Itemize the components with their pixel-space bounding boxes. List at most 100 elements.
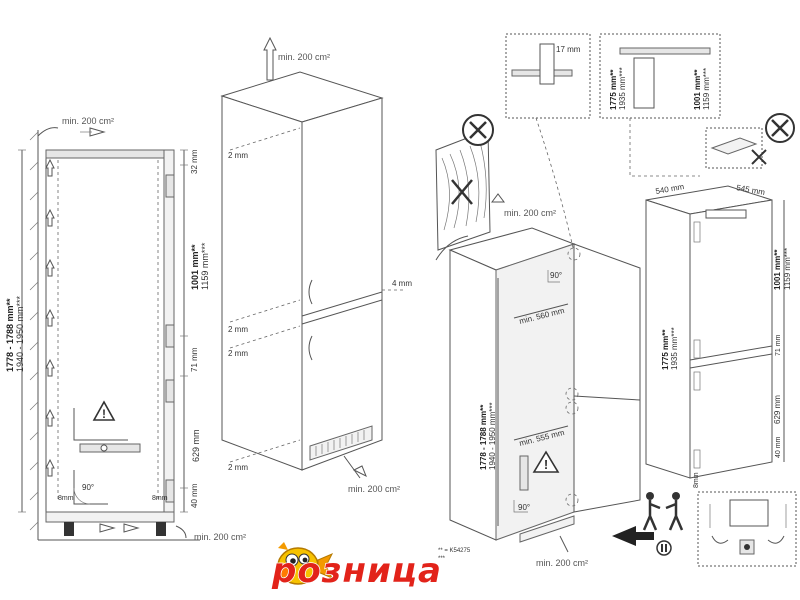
- angle-top: 90°: [550, 271, 562, 280]
- vent-arrow-bottom-1: [99, 523, 116, 533]
- appl-629: 629 mm: [773, 395, 782, 424]
- detail-1159: 1159 mm***: [702, 68, 711, 110]
- carry-people-icon: [642, 492, 684, 531]
- hinge-top: [567, 247, 581, 261]
- door-handle-bottom: [308, 335, 313, 361]
- detail-leader-2: [629, 118, 700, 177]
- warning-icon-right: !: [532, 450, 560, 473]
- logo-text: розница: [271, 551, 442, 591]
- foot-left: [64, 522, 74, 536]
- middle-cabinet-perspective: min. 200 cm² 2 mm 2 mm 2 mm 2 mm 4 mm: [220, 36, 412, 494]
- gap-4mm: 4 mm: [392, 279, 412, 288]
- detail-1935: 1935 mm***: [618, 67, 627, 110]
- dim-1159: 1159 mm***: [200, 242, 210, 290]
- adjust-appliance: [729, 499, 769, 527]
- hinge-mid-2: [565, 401, 579, 415]
- plinth: [45, 511, 175, 523]
- rozniza-logo: розница: [270, 542, 442, 592]
- detail-box-17mm: [505, 33, 591, 119]
- left-cross-section: min. 200 cm² 32 mm 1001 mm** 1159 mm*** …: [5, 116, 246, 542]
- detail-box-bracket: [705, 127, 763, 169]
- appl-1159: 1159 mm***: [783, 248, 792, 290]
- angle-detail: [73, 470, 108, 505]
- vent-label-top: min. 200 cm²: [278, 52, 330, 62]
- side-bracket: [519, 455, 529, 491]
- dim-1001: 1001 mm**: [190, 244, 200, 290]
- cabinet-side: [449, 249, 497, 541]
- vent-label-bottom: min. 200 cm²: [348, 484, 400, 494]
- wood-panel: [435, 129, 491, 251]
- appliance-front: [689, 199, 773, 479]
- door-split: [301, 291, 383, 317]
- vent-up-arrow-right: [491, 193, 505, 203]
- height-alt: 1940 - 1950 mm***: [488, 402, 497, 470]
- vent-arrow-bottom-2: [123, 523, 140, 533]
- cabinet-front-face: [301, 97, 383, 471]
- wall-hatching: [29, 131, 39, 531]
- dim-32: 32 mm: [190, 149, 199, 174]
- detail-1775: 1775 mm**: [609, 69, 618, 110]
- mascot-icon: [277, 542, 334, 585]
- vent-curve-top: [37, 127, 59, 137]
- vent-label-bottom: min. 200 cm²: [536, 558, 588, 568]
- vent-up-arrow: [263, 36, 277, 81]
- vent-pointer-bottom: [343, 455, 361, 479]
- plinth-grille-right: [519, 515, 575, 543]
- svg-text:!: !: [102, 407, 106, 421]
- hinge-marks: [165, 174, 175, 503]
- dim-629: 629 mm: [191, 429, 201, 462]
- gap-2mm-c: 2 mm: [228, 349, 248, 358]
- appl-40: 40 mm: [775, 436, 782, 458]
- gap-2mm-b: 2 mm: [228, 325, 248, 334]
- detail-box-heights: [599, 33, 721, 119]
- adjustment-detail-box: [697, 491, 797, 567]
- total-height-alt: 1940 - 1950 mm***: [15, 295, 25, 372]
- angle-90-left: 90°: [82, 483, 94, 492]
- appl-1775: 1775 mm**: [661, 329, 670, 370]
- height-main: 1778 - 1788 mm**: [479, 404, 488, 470]
- detail-1001: 1001 mm**: [693, 69, 702, 110]
- bracket-plate: [79, 443, 141, 453]
- cabinet-outline: [45, 149, 175, 513]
- adjust-arrow-right: [767, 535, 785, 544]
- vent-arrow-top: [89, 127, 106, 137]
- appliance-door-split: [689, 345, 773, 361]
- cabinet-interior: [495, 243, 575, 541]
- move-arrow: [612, 526, 654, 546]
- cabinet-top-panel: [45, 149, 175, 159]
- plinth-grille: [309, 425, 373, 461]
- angle-bottom: 90°: [518, 503, 530, 512]
- door-handle-top: [308, 279, 313, 305]
- adjust-arrow-left: [711, 535, 729, 544]
- appl-8mm: 8mm: [693, 472, 700, 488]
- dim-40: 40 mm: [190, 483, 199, 508]
- foot-right: [156, 522, 166, 536]
- detail-leader-1: [535, 117, 575, 253]
- appliance-top-bracket: [705, 209, 747, 219]
- detail-17mm: 17 mm: [556, 45, 581, 54]
- prohibited-icon-left: [462, 114, 494, 146]
- angle-bracket: [73, 408, 128, 441]
- dim-8-right: 8mm: [152, 495, 168, 502]
- curved-arrow: [435, 235, 469, 261]
- prohibited-icon-right: [765, 113, 795, 143]
- warning-icon: !: [92, 400, 116, 421]
- vent-label-top: min. 200 cm²: [62, 116, 114, 126]
- model-note-b: ***: [438, 556, 446, 562]
- hinge-bottom: [565, 493, 579, 507]
- total-height-main: 1778 - 1788 mm**: [5, 298, 15, 372]
- gap-2mm-a: 2 mm: [228, 151, 248, 160]
- model-note-a: ** = K54275: [438, 548, 471, 554]
- gap-2mm-d: 2 mm: [228, 463, 248, 472]
- pause-icon: [656, 540, 672, 556]
- svg-text:!: !: [544, 457, 548, 472]
- dim-71: 71 mm: [190, 347, 199, 372]
- right-installation-panel: min. 200 cm² min. 560 mm min. 555 mm 90°…: [435, 33, 797, 568]
- appl-1935: 1935 mm***: [670, 327, 679, 370]
- hinge-mid-1: [565, 387, 579, 401]
- airflow-arrows-left: [45, 158, 55, 477]
- open-door: [573, 243, 641, 513]
- door-split: [573, 395, 641, 401]
- appl-1001: 1001 mm**: [773, 249, 782, 290]
- appliance-hinges: [693, 221, 701, 469]
